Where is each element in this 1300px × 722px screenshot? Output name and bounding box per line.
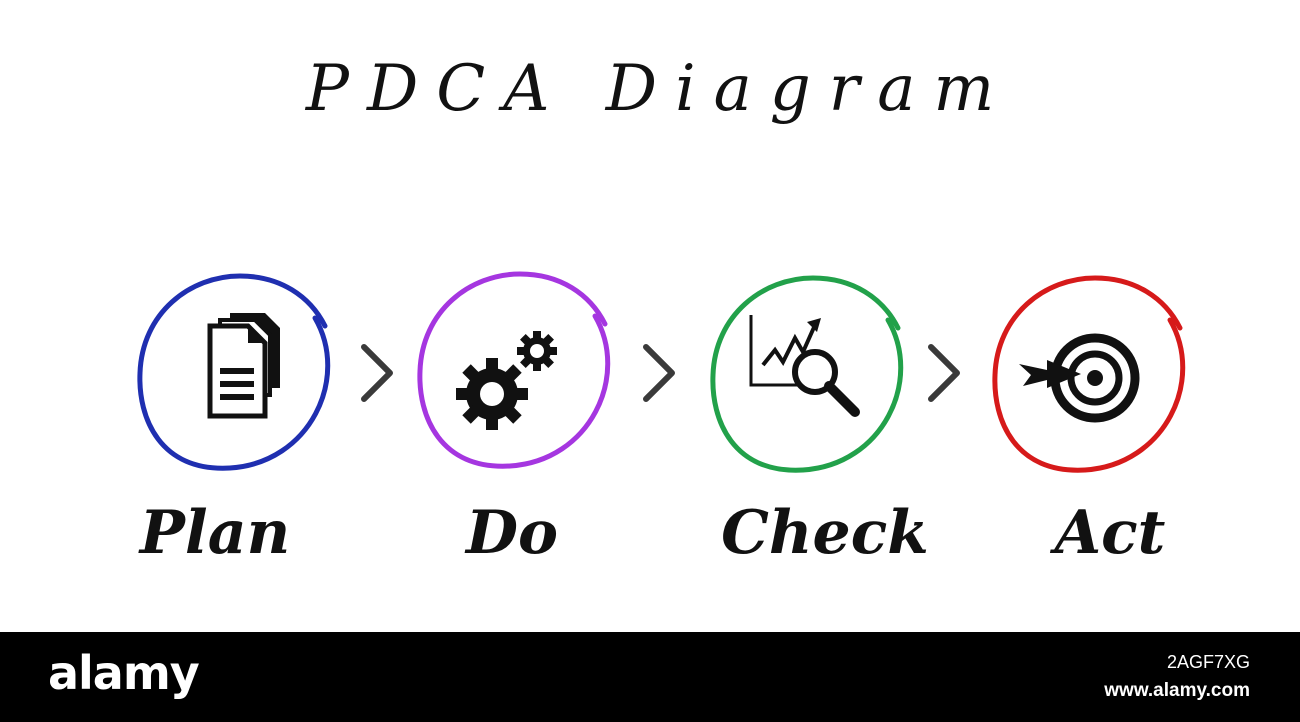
act-stage — [985, 270, 1195, 480]
act-circle — [992, 275, 1186, 473]
diagram-title: PDCA Diagram — [305, 52, 1013, 126]
pdca-flow: Plan — [130, 266, 1195, 568]
image-id: 2AGF7XG — [1166, 652, 1250, 672]
do-stage — [410, 266, 620, 476]
plan-circle — [137, 273, 331, 471]
documents-icon — [207, 313, 280, 419]
chart-magnifier-icon — [749, 315, 860, 417]
chevron-right-icon — [361, 344, 393, 402]
plan-label: Plan — [139, 498, 291, 568]
gears-icon — [456, 331, 557, 430]
target-arrow-icon — [1019, 333, 1140, 423]
do-label: Do — [465, 498, 559, 568]
source-url: www.alamy.com — [1104, 680, 1250, 701]
brand-logo: alamy — [48, 646, 200, 700]
do-circle — [417, 271, 611, 469]
chevron-right-icon — [928, 344, 960, 402]
chevron-right-icon — [643, 344, 675, 402]
act-label: Act — [1054, 498, 1166, 568]
check-label: Check — [721, 498, 929, 568]
watermark-bar: alamy 2AGF7XG www.alamy.com — [0, 632, 1300, 722]
check-circle — [710, 275, 904, 473]
check-stage — [703, 270, 913, 480]
plan-stage — [130, 268, 340, 478]
